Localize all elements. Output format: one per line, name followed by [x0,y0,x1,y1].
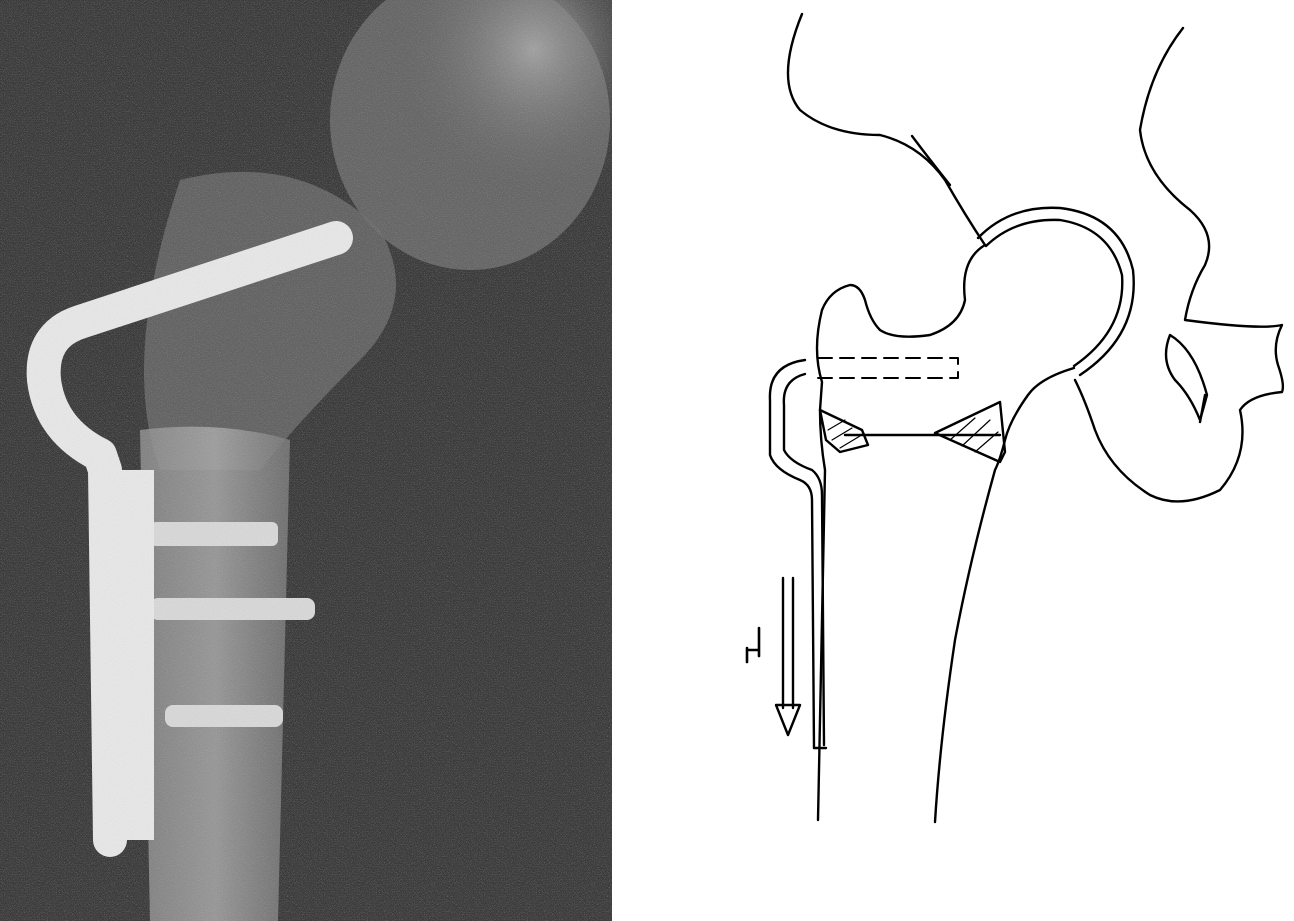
femoral-shaft [140,427,290,921]
ilium-inner-line [912,136,950,185]
ilium-outline [788,14,985,245]
pelvis-outline [1075,28,1283,501]
screw-band [150,522,278,546]
femoral-head [817,245,985,820]
blade-plate-inner [784,374,824,745]
acetabulum-arc-inner [986,220,1122,366]
obturator-foramen [1166,335,1207,420]
screw-band [165,705,283,727]
screw-band [150,598,315,620]
xray-radiograph-panel [0,0,612,921]
plate-body [106,470,154,840]
force-marker-letter [747,628,759,662]
hip-schematic-drawing: F [640,0,1294,921]
force-arrow-down [776,578,800,735]
blade-slot-dashed [818,358,958,378]
wedge-right [935,402,1005,462]
